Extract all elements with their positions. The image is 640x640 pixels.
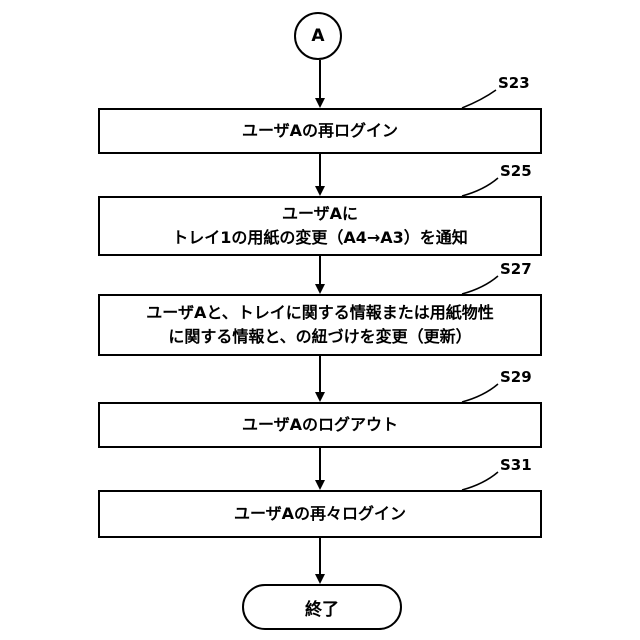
process-text-s27-line1: ユーザAと、トレイに関する情報または用紙物性 [146,301,493,325]
process-text-s23-line1: ユーザAの再ログイン [242,119,398,143]
process-box-s29: ユーザAのログアウト [98,402,542,448]
process-text-s25-line1: ユーザAに [172,202,468,226]
process-text-s31-line1: ユーザAの再々ログイン [234,502,406,526]
end-terminal-label: 終了 [305,595,339,620]
step-id-s31: S31 [500,456,532,474]
start-connector-a: A [294,12,342,60]
process-text-s29-line1: ユーザAのログアウト [242,413,398,437]
process-text-s25-line2: トレイ1の用紙の変更（A4→A3）を通知 [172,226,468,250]
leader-s27 [462,276,498,294]
start-connector-label: A [311,26,324,46]
leader-s31 [462,472,498,490]
end-terminal: 終了 [242,584,402,630]
step-id-s27: S27 [500,260,532,278]
process-text-s27-line2: に関する情報と、の紐づけを変更（更新） [146,325,493,349]
leader-s23 [462,90,496,108]
process-box-s25: ユーザAに トレイ1の用紙の変更（A4→A3）を通知 [98,196,542,256]
step-id-s29: S29 [500,368,532,386]
leader-s25 [462,178,498,196]
process-box-s23: ユーザAの再ログイン [98,108,542,154]
step-id-s23: S23 [498,74,530,92]
process-box-s27: ユーザAと、トレイに関する情報または用紙物性 に関する情報と、の紐づけを変更（更… [98,294,542,356]
step-id-s25: S25 [500,162,532,180]
leader-s29 [462,384,498,402]
process-box-s31: ユーザAの再々ログイン [98,490,542,538]
